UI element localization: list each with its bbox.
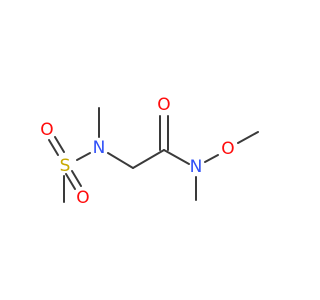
atom-o-sulfonyl-top: O [40, 120, 53, 140]
atom-labels: O N O N S O O [40, 95, 234, 208]
atom-o-carbonyl: O [157, 95, 170, 115]
atom-n-amide: N [190, 157, 203, 177]
atom-s-sulfonyl: S [60, 156, 71, 176]
bond-c-n-amide [163, 149, 190, 165]
bond-s-o-bottom-b [65, 173, 76, 190]
bond-n-o-methoxy [204, 154, 219, 163]
molecule-structure: O N O N S O O [40, 95, 259, 208]
bond-ch2-c [132, 149, 165, 169]
atom-o-methoxy: O [221, 139, 234, 159]
atom-n-sulfonamide: N [93, 138, 106, 158]
bond-s-o-top-b [54, 136, 65, 153]
bond-n-ch2 [107, 152, 134, 169]
bond-n-s [76, 152, 91, 161]
bond-s-o-top-a [48, 139, 59, 156]
atom-o-sulfonyl-bottom: O [76, 188, 89, 208]
bond-s-o-bottom-a [71, 170, 82, 187]
bond-o-methyl [237, 131, 259, 144]
bonds [48, 107, 259, 203]
